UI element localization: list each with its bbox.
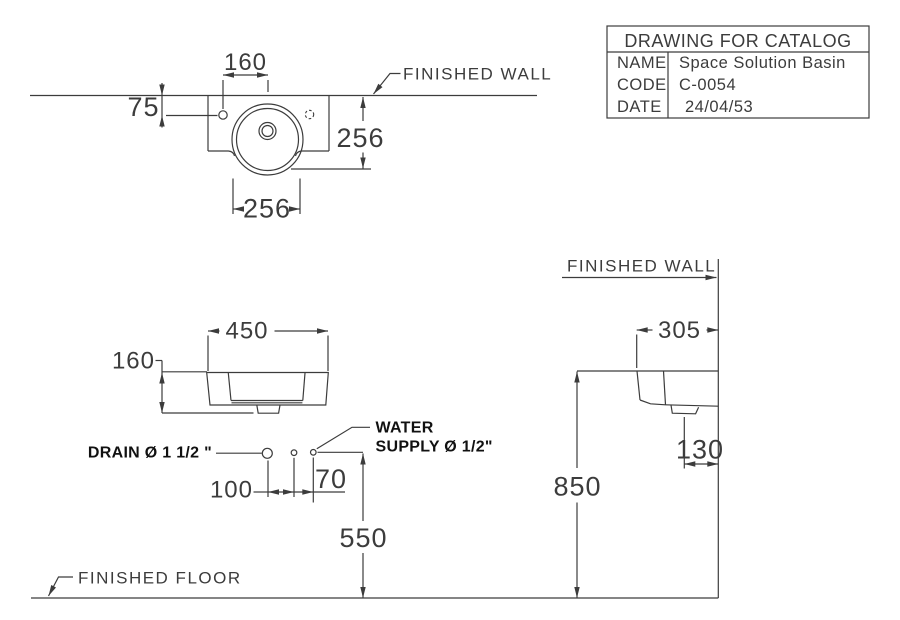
finished-wall-leader (373, 72, 401, 95)
title-block-value-code: C-0054 (679, 76, 736, 94)
drain-boss-front (256, 404, 281, 414)
dim-text-100: 100 (210, 477, 253, 504)
dim-text-70: 70 (315, 464, 347, 494)
bowl-outer-rim (231, 103, 304, 176)
dim-side-drain-from-wall: 130 (676, 417, 724, 469)
faucet-hole-outer (258, 121, 277, 141)
dim-front-outlet-spacing: 100 70 (210, 457, 347, 504)
dim-top-overall-depth: 256 (291, 97, 384, 170)
title-block-label-date: DATE (617, 98, 662, 116)
dim-text: 160 (224, 49, 267, 76)
title-block-label-code: CODE (617, 76, 667, 94)
dim-text: 850 (553, 472, 601, 502)
finished-wall-top-label: FINISHED WALL (403, 65, 552, 84)
dim-text: 256 (336, 123, 384, 153)
bowl-inner-right (302, 372, 306, 401)
dim-top-tap-hole-offset: 160 (222, 49, 269, 109)
bowl-inner-left (227, 372, 232, 401)
bowl-fillet-left (228, 150, 236, 157)
dim-top-hole-from-wall: 75 (127, 83, 218, 128)
dim-text: 75 (127, 92, 159, 122)
dim-text: 256 (243, 194, 291, 224)
finished-floor-label: FINISHED FLOOR (78, 569, 242, 588)
dim-text: 160 (112, 348, 155, 375)
dim-top-bowl-width: 256 (232, 178, 301, 224)
dim-side-overall-depth: 305 (636, 317, 719, 368)
dim-front-overall-width: 450 (207, 318, 329, 371)
dim-front-body-height: 160 (112, 348, 254, 414)
front-view: 450 160 DRAIN Ø 1 1/2 " WATER SUPPLY Ø 1… (31, 318, 719, 599)
basin-side-bottom-edge (665, 404, 719, 407)
title-block-header: DRAWING FOR CATALOG (624, 31, 851, 51)
supply-outlet-1 (290, 449, 298, 457)
basin-side-lower-left (639, 399, 666, 406)
left-tap-hole (218, 110, 228, 120)
bowl-inner-rim (235, 107, 300, 172)
drain-label: DRAIN Ø 1 1/2 " (88, 445, 212, 462)
drain-boss-side (670, 404, 700, 415)
dim-text: 450 (225, 318, 268, 345)
dim-text: 550 (339, 523, 387, 553)
faucet-hole-inner (261, 124, 274, 138)
dim-text: 305 (658, 317, 701, 344)
basin-side-left-edge (636, 370, 641, 401)
drain-outlet (261, 447, 273, 459)
right-tap-hole-dashed (304, 109, 315, 120)
water-supply-label-line2: SUPPLY Ø 1/2" (376, 439, 493, 456)
water-supply-label-line1: WATER (376, 420, 434, 437)
title-block: DRAWING FOR CATALOG NAME Space Solution … (606, 25, 870, 119)
dim-side-rim-height: 850 (553, 370, 637, 598)
title-block-border (606, 25, 870, 119)
dim-text: 130 (676, 435, 724, 465)
finished-floor-leader (47, 576, 73, 597)
basin-front-outline (206, 371, 329, 406)
title-block-value-date: 24/04/53 (685, 98, 753, 116)
side-view: FINISHED WALL 305 130 850 (553, 257, 724, 598)
dim-front-supply-height: 550 (317, 451, 387, 598)
top-view: FINISHED WALL 160 75 25 (30, 49, 552, 224)
title-block-label-name: NAME (617, 54, 667, 72)
basin-side-inner-edge (662, 370, 667, 405)
title-block-value-name: Space Solution Basin (679, 54, 846, 72)
finished-wall-side-label: FINISHED WALL (567, 257, 716, 276)
supply-outlet-2 (309, 448, 317, 456)
water-supply-leader (316, 426, 370, 450)
